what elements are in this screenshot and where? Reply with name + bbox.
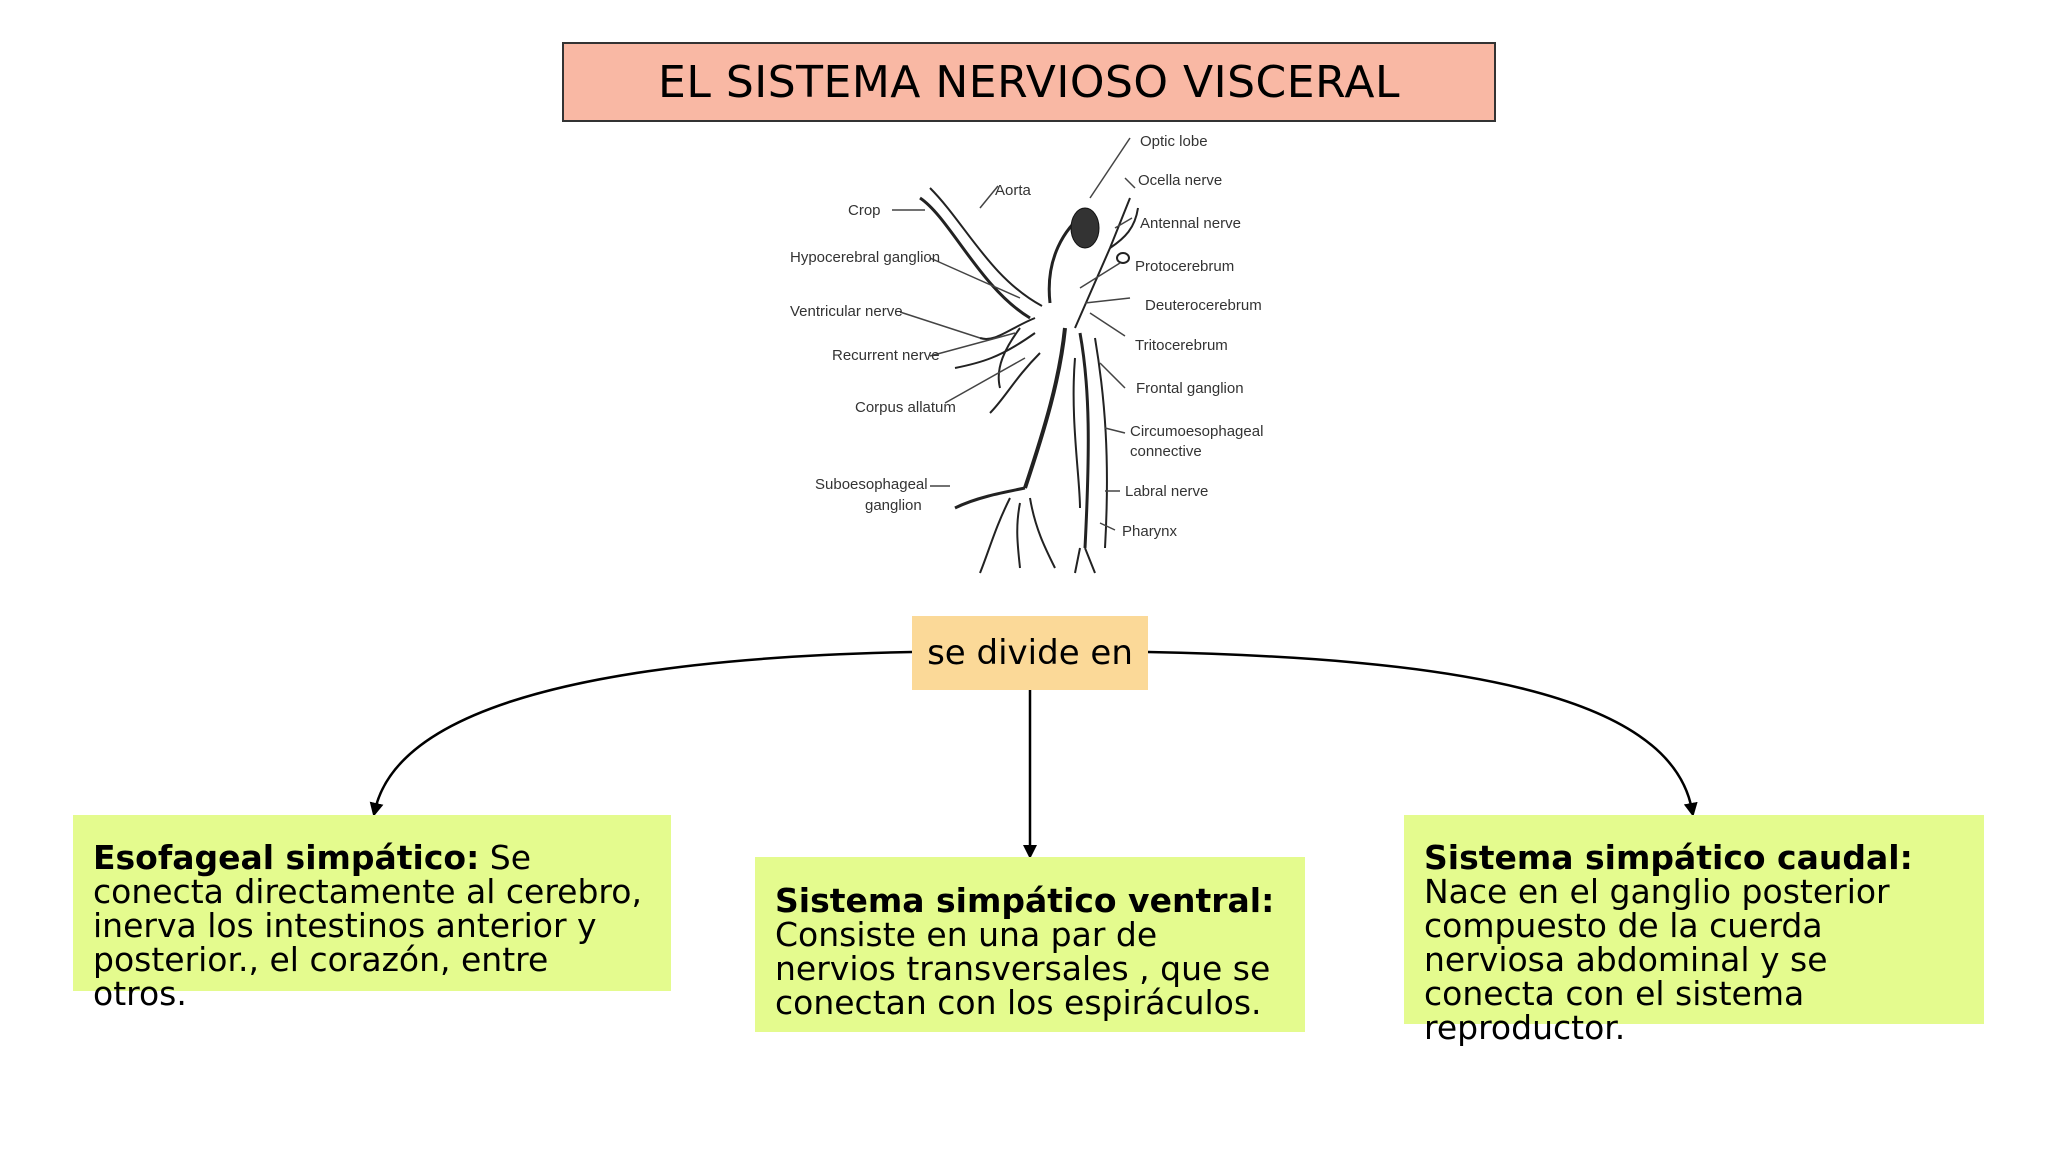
fig-label-aorta: Aorta <box>995 182 1032 199</box>
fig-label-protocerebrum: Protocerebrum <box>1135 258 1234 275</box>
fig-label-connective: connective <box>1130 443 1202 460</box>
arrow-to-right-card <box>1147 650 1698 817</box>
insect-nervous-system-illustration: Crop Hypocerebral ganglion Ventricular n… <box>780 128 1280 583</box>
fig-label-optic-lobe: Optic lobe <box>1140 133 1208 150</box>
diagram-title: EL SISTEMA NERVIOSO VISCERAL <box>562 42 1496 122</box>
fig-label-frontal-ganglion: Frontal ganglion <box>1136 380 1244 397</box>
fig-label-suboesophageal: Suboesophageal <box>815 476 928 493</box>
fig-label-labral-nerve: Labral nerve <box>1125 483 1208 500</box>
card-simpatico-ventral: Sistema simpático ventral: Consiste en u… <box>755 857 1305 1032</box>
fig-label-deuterocerebrum: Deuterocerebrum <box>1145 297 1262 314</box>
card-left-heading: Esofageal simpático: <box>93 838 480 877</box>
fig-label-circumoesophageal: Circumoesophageal <box>1130 423 1263 440</box>
card-right-heading: Sistema simpático caudal: <box>1424 838 1913 877</box>
fig-label-hypocerebral: Hypocerebral ganglion <box>790 249 940 266</box>
card-esofageal-simpatico: Esofageal simpático: Se conecta directam… <box>73 815 671 1011</box>
fig-label-corpus-allatum: Corpus allatum <box>855 399 956 416</box>
divides-into-label: se divide en <box>912 616 1148 690</box>
fig-label-tritocerebrum: Tritocerebrum <box>1135 337 1228 354</box>
arrow-to-left-card <box>369 650 913 817</box>
fig-label-recurrent: Recurrent nerve <box>832 347 940 364</box>
card-middle-text: Consiste en una par de nervios transvers… <box>775 915 1271 1022</box>
fig-label-pharynx: Pharynx <box>1122 523 1178 540</box>
fig-label-ocella-nerve: Ocella nerve <box>1138 172 1222 189</box>
fig-label-ventricular: Ventricular nerve <box>790 303 903 320</box>
fig-label-antennal-nerve: Antennal nerve <box>1140 215 1241 232</box>
fig-label-ganglion: ganglion <box>865 497 922 514</box>
card-left-text: Se conecta directamente al cerebro, iner… <box>93 838 642 1013</box>
fig-label-crop: Crop <box>848 202 881 219</box>
card-middle-heading: Sistema simpático ventral: <box>775 881 1275 920</box>
card-right-text: Nace en el ganglio posterior compuesto d… <box>1424 872 1890 1047</box>
card-simpatico-caudal: Sistema simpático caudal: Nace en el gan… <box>1404 815 1984 1045</box>
